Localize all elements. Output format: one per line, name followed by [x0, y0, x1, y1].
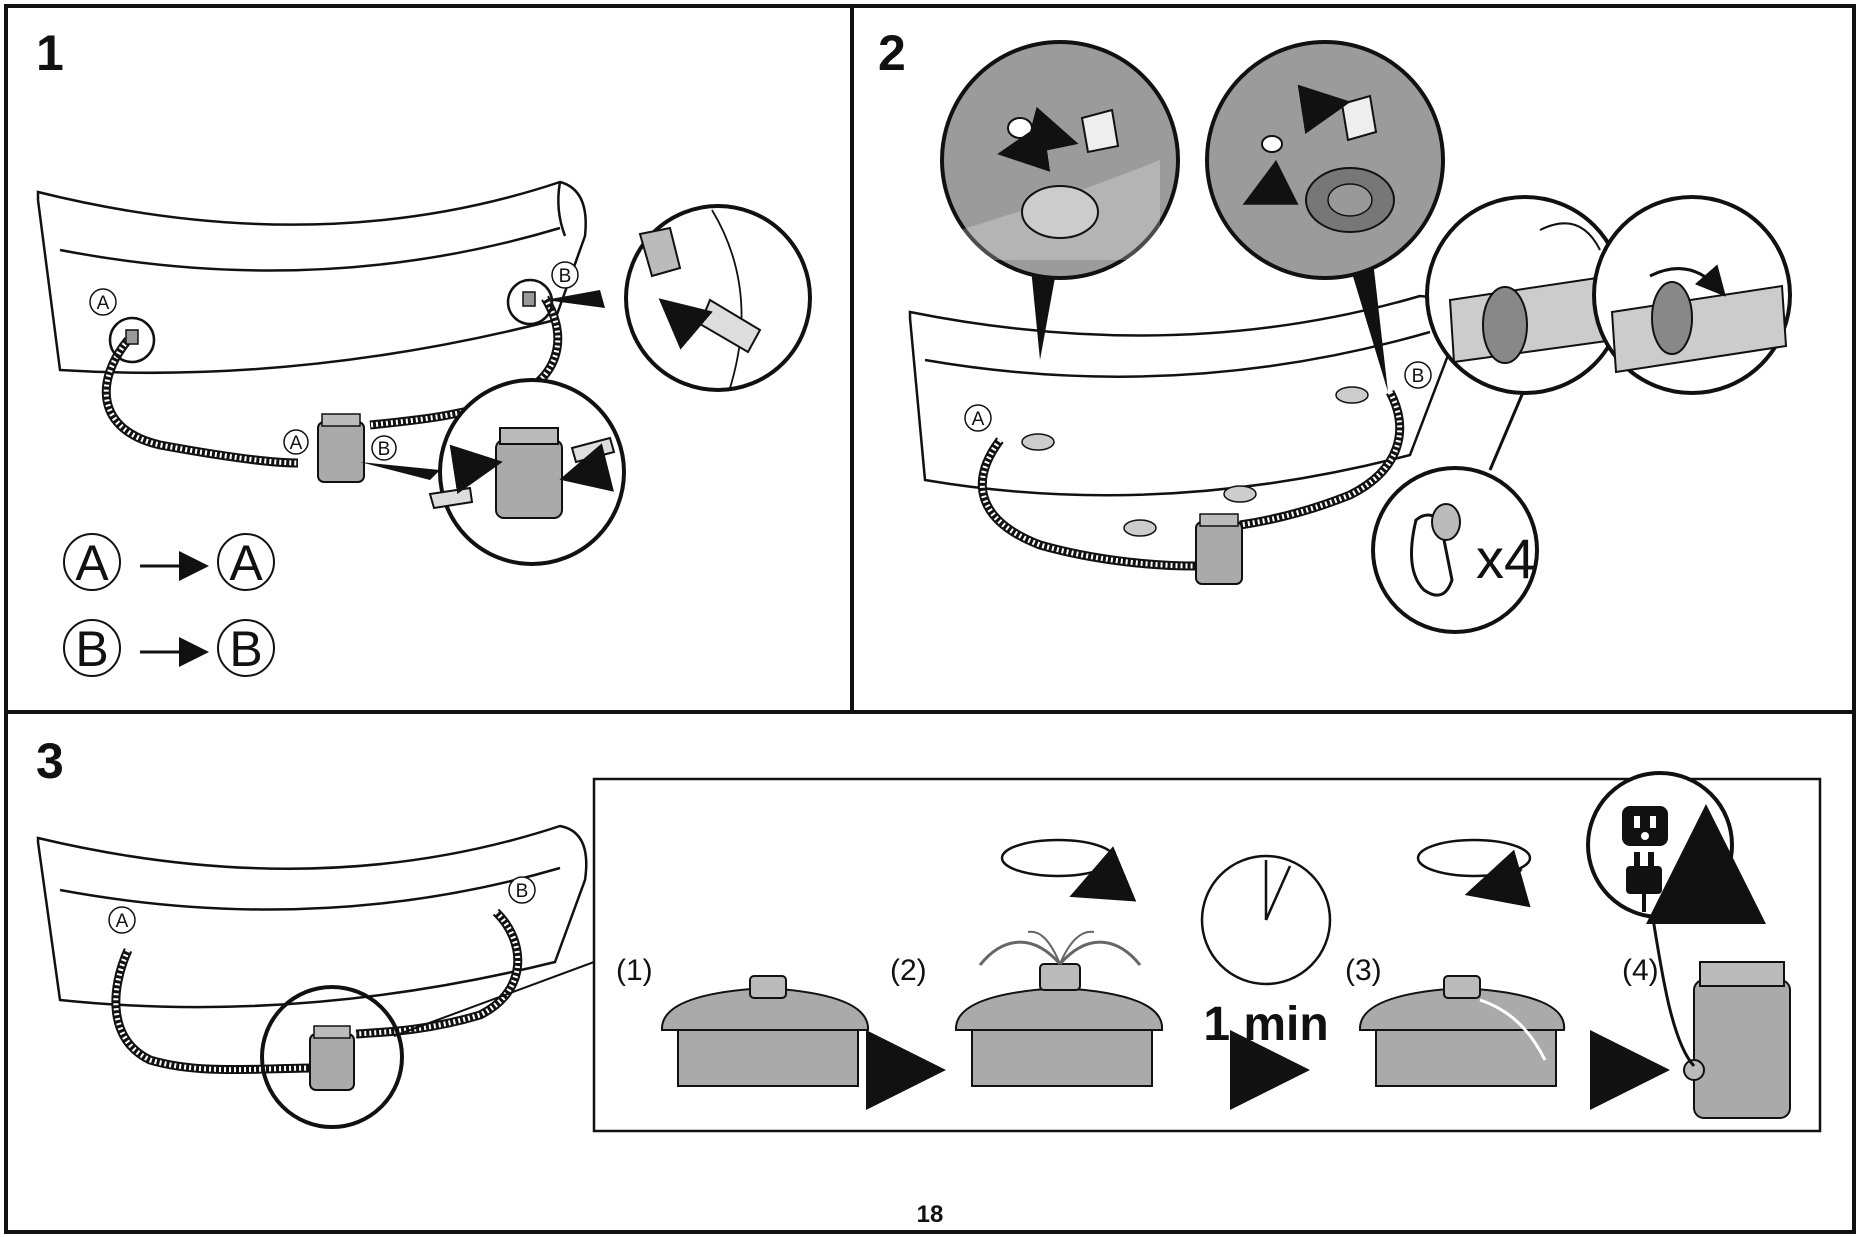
detail-port-b	[624, 204, 812, 392]
badge-a-tub: A	[97, 293, 110, 314]
badge-b-tub: B	[1412, 366, 1425, 387]
connection-legend: A A B B	[63, 533, 275, 677]
substep-1-label: (1)	[616, 954, 653, 987]
badge-b-tub: B	[559, 266, 572, 287]
legend-a-to: A	[229, 535, 263, 591]
badge-b-pump: B	[378, 439, 391, 460]
step-2-number: 2	[878, 25, 906, 81]
filter-pump-small	[309, 1025, 355, 1091]
filter-pump-small	[1195, 513, 1243, 585]
filter-lid-closed	[660, 975, 870, 1087]
badge-a-tub: A	[972, 409, 985, 430]
arrow-icon	[449, 444, 503, 495]
arrow-icon	[559, 443, 615, 492]
page-number: 18	[917, 1201, 944, 1228]
spa-wall	[36, 180, 587, 375]
detail-port-a-plug	[940, 40, 1180, 280]
arrow-icon	[1297, 84, 1351, 135]
step-1-number: 1	[36, 25, 64, 81]
badge-b-tub: B	[516, 881, 529, 902]
spa-wall	[36, 824, 588, 1009]
substep-3-label: (3)	[1345, 954, 1382, 987]
legend-b-to: B	[229, 621, 262, 677]
filter-pump-large	[1683, 961, 1791, 1119]
filter-valve-closed	[1358, 975, 1566, 1087]
substep-2-label: (2)	[890, 954, 927, 987]
step-3-panel: 3 A B (1) (2) (3) (4)	[36, 733, 1822, 1133]
filter-pump-small	[317, 413, 365, 483]
panel-frames	[4, 4, 1856, 1234]
power-outlet-icon	[1622, 806, 1668, 846]
step-1-panel: 1 A B A B	[36, 25, 812, 677]
substep-4-label: (4)	[1622, 954, 1659, 987]
port-a-highlight	[108, 316, 156, 364]
clamp-count: x4	[1476, 527, 1535, 590]
clock-icon	[1200, 854, 1332, 986]
filter-valve-open	[954, 930, 1164, 1087]
detail-clamp-locked	[1592, 195, 1792, 395]
step-2-panel: 2 A B	[878, 25, 1792, 634]
arrow-icon	[997, 122, 1051, 172]
badge-a-tub: A	[116, 911, 129, 932]
badge-a-pump: A	[290, 433, 303, 454]
arrow-icon	[658, 298, 713, 350]
arrow-icon	[1242, 159, 1299, 205]
timer-label: 1 min	[1203, 998, 1328, 1051]
rotate-arrow-icon	[1649, 264, 1726, 297]
hose-clamps	[1021, 386, 1369, 537]
port-b-highlight	[506, 278, 554, 326]
step-3-number: 3	[36, 733, 64, 789]
detail-clamp-count: x4	[1371, 466, 1539, 634]
detail-port-b-strainer	[1205, 40, 1445, 280]
pump-highlight	[260, 985, 404, 1129]
legend-b-from: B	[75, 621, 108, 677]
detail-pump	[428, 378, 626, 566]
legend-a-from: A	[75, 535, 109, 591]
